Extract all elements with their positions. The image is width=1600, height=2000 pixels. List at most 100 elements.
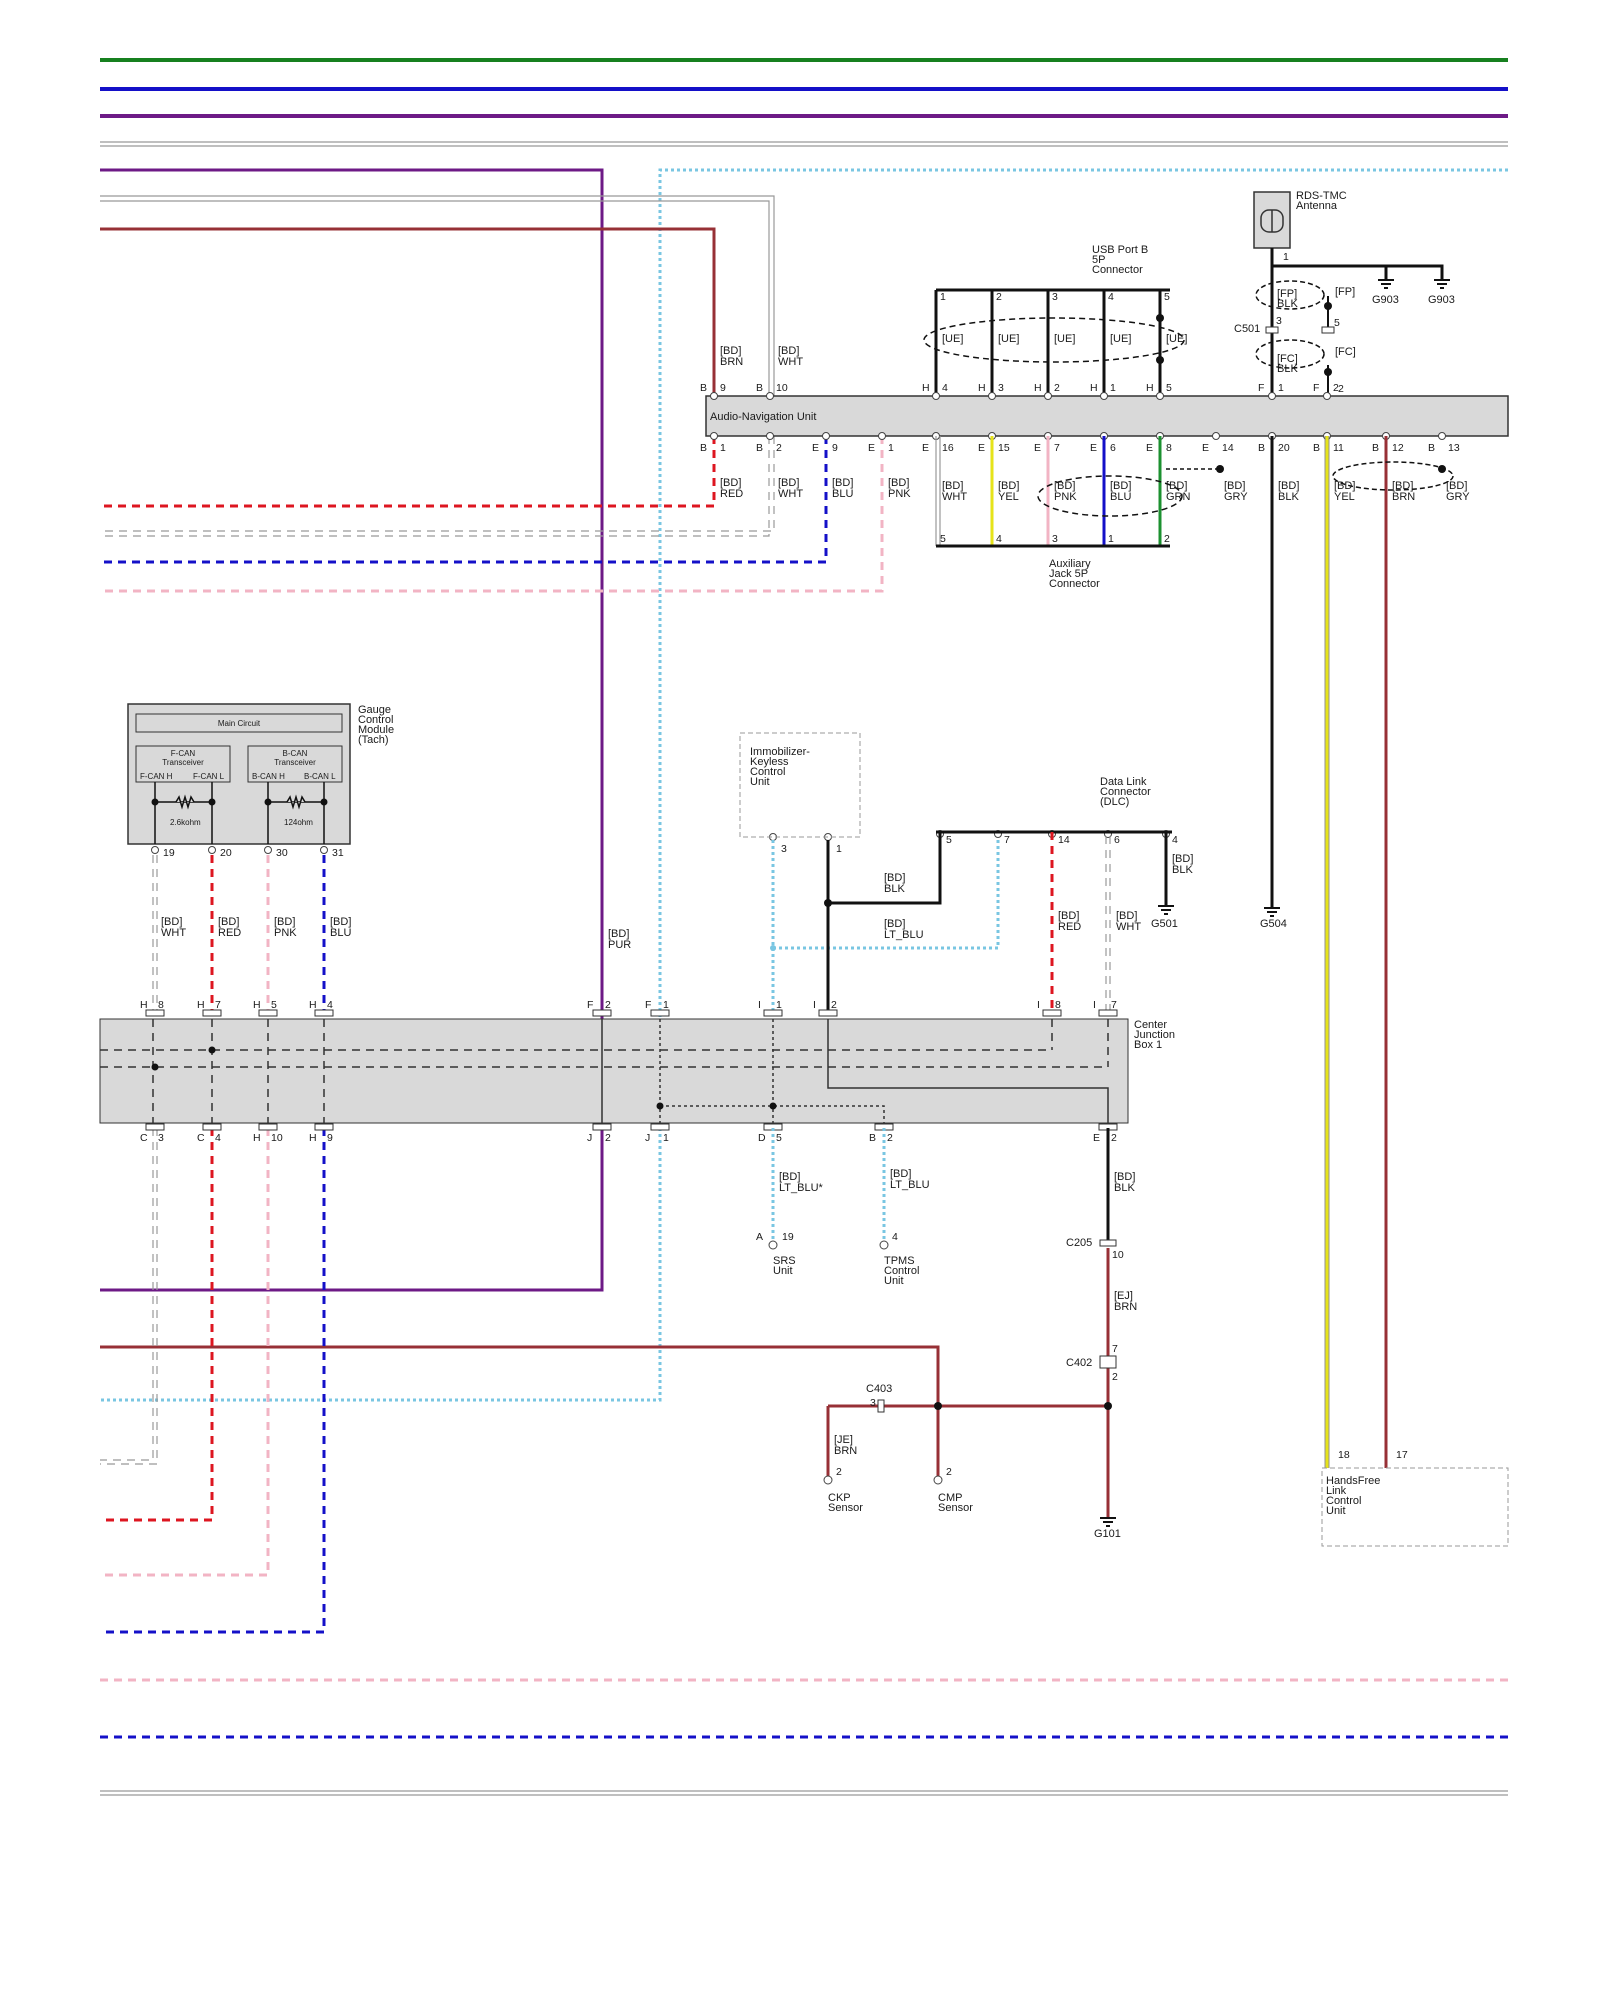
ltblu-dotted-wire (100, 168, 1508, 1402)
cjb-bottom-pin (202, 1123, 222, 1131)
svg-text:11: 11 (1333, 442, 1344, 454)
wire-label: [BD]LT_BLU (884, 918, 924, 941)
svg-text:7: 7 (215, 999, 221, 1011)
svg-text:G101: G101 (1094, 1528, 1121, 1540)
g903-grounds: G903 G903 (1372, 279, 1455, 306)
cjb-top-pin (202, 1009, 222, 1017)
svg-text:1: 1 (720, 442, 726, 454)
svg-text:10: 10 (776, 382, 788, 394)
cjb-top-pin (1098, 1009, 1118, 1017)
gauge-pin (320, 846, 328, 854)
svg-text:31: 31 (332, 847, 344, 859)
immo-blk-wire (826, 833, 942, 1014)
svg-text:C: C (140, 1132, 148, 1144)
purple-wire-pur (100, 168, 604, 1292)
svg-text:7: 7 (1004, 834, 1010, 846)
svg-text:18: 18 (1338, 1449, 1350, 1461)
svg-text:F: F (1313, 382, 1319, 394)
gauge-pin (208, 846, 216, 854)
nav-pin (1323, 392, 1331, 400)
cjb-top-pin (818, 1009, 838, 1017)
svg-text:2: 2 (996, 291, 1002, 303)
cjb-bottom-pin (650, 1123, 670, 1131)
svg-text:H: H (253, 1132, 261, 1144)
svg-text:I: I (1093, 999, 1096, 1011)
wire-label: [BD]BRN (720, 345, 743, 368)
svg-text:12: 12 (1392, 442, 1404, 454)
audio-nav-unit-label: Audio-Navigation Unit (710, 411, 816, 423)
svg-text:[UE]: [UE] (942, 333, 963, 345)
wire-label: [BD]PUR (608, 928, 631, 951)
svg-text:3: 3 (781, 843, 787, 855)
svg-text:F-CAN H: F-CAN H (140, 772, 173, 781)
svg-text:1: 1 (836, 843, 842, 855)
svg-text:1: 1 (663, 1132, 669, 1144)
svg-text:5: 5 (946, 834, 952, 846)
svg-text:J: J (645, 1132, 650, 1144)
wire-label: [BD]BLU (1110, 480, 1131, 503)
immo-ltblu-wire (771, 840, 1000, 1014)
cjb-top-pin (314, 1009, 334, 1017)
svg-text:E: E (1090, 442, 1097, 454)
svg-text:1: 1 (1283, 251, 1289, 263)
wire-label: [BD]RED (1058, 910, 1081, 933)
svg-text:1: 1 (1278, 382, 1284, 394)
cjb-blu-bottom (100, 1128, 326, 1634)
nav-pin (1100, 392, 1108, 400)
svg-text:19: 19 (782, 1231, 794, 1243)
svg-text:1: 1 (888, 442, 894, 454)
wire-label: [BD]YEL (998, 480, 1019, 503)
svg-text:H: H (1034, 382, 1042, 394)
svg-text:G903: G903 (1372, 294, 1399, 306)
svg-text:B: B (700, 442, 707, 454)
svg-text:7: 7 (1112, 1343, 1118, 1355)
nav-pin (878, 432, 886, 440)
svg-text:H: H (253, 999, 261, 1011)
svg-text:B: B (1428, 442, 1435, 454)
cjb-top-pin (592, 1009, 612, 1017)
svg-text:3: 3 (1052, 533, 1058, 545)
svg-text:G504: G504 (1260, 918, 1287, 930)
svg-text:1: 1 (776, 999, 782, 1011)
cjb-top-pin (763, 1009, 783, 1017)
svg-text:G903: G903 (1428, 294, 1455, 306)
svg-text:2: 2 (1338, 383, 1344, 395)
svg-text:4: 4 (892, 1231, 898, 1243)
antenna-coax-shield (1270, 248, 1444, 280)
svg-text:C: C (197, 1132, 205, 1144)
svg-text:F: F (1258, 382, 1264, 394)
svg-text:C403: C403 (866, 1383, 892, 1395)
cjb-bottom-pin (258, 1123, 278, 1131)
svg-text:E: E (1146, 442, 1153, 454)
svg-text:C205: C205 (1066, 1237, 1092, 1249)
svg-text:19: 19 (163, 847, 175, 859)
svg-text:10: 10 (1112, 1249, 1124, 1261)
white-dashed-wire-nav (100, 436, 775, 532)
svg-text:2: 2 (605, 1132, 611, 1144)
svg-text:124ohm: 124ohm (284, 818, 313, 827)
svg-text:9: 9 (720, 382, 726, 394)
svg-text:A: A (756, 1231, 763, 1243)
svg-text:F: F (587, 999, 593, 1011)
wire-label: [BD]WHT (161, 916, 186, 939)
svg-text:2: 2 (1112, 1371, 1118, 1383)
svg-text:I: I (813, 999, 816, 1011)
svg-text:4: 4 (327, 999, 333, 1011)
svg-text:[FP]BLK: [FP]BLK (1277, 288, 1298, 310)
svg-text:2: 2 (831, 999, 837, 1011)
svg-text:B: B (700, 382, 707, 394)
svg-text:F: F (645, 999, 651, 1011)
svg-text:17: 17 (1396, 1449, 1408, 1461)
svg-text:E: E (868, 442, 875, 454)
